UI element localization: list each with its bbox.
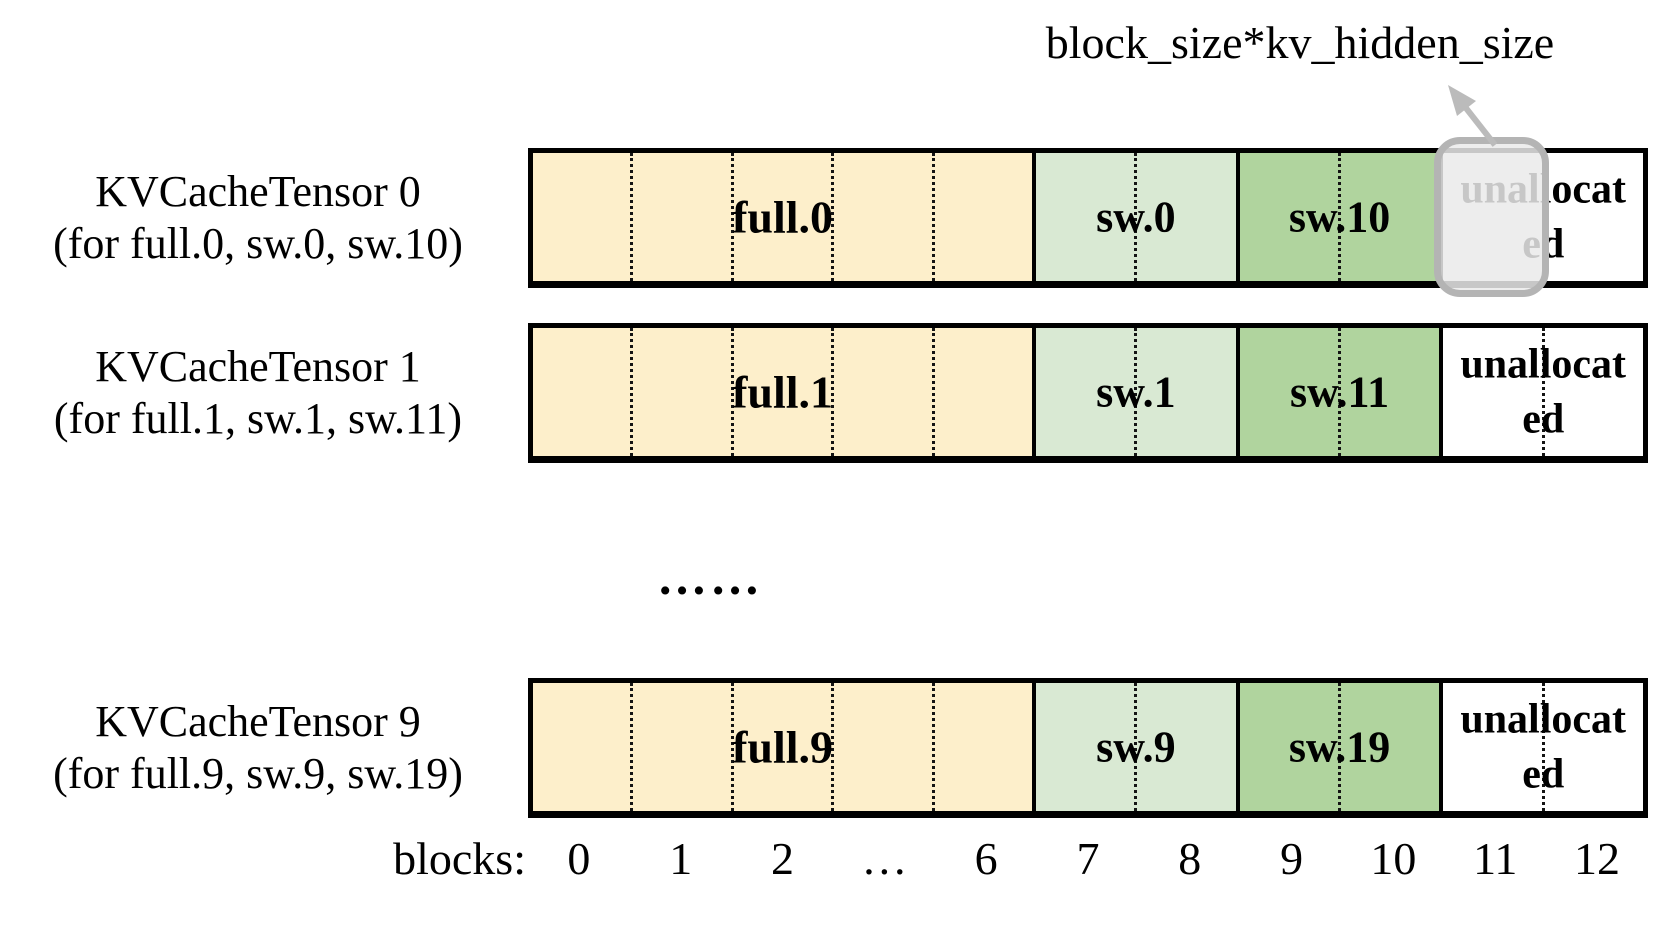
segment-label: unallocated: [1460, 696, 1627, 797]
rows-ellipsis: ……: [657, 549, 763, 605]
block-cell: [1134, 153, 1235, 281]
segment-unallocated-9: unallocated: [1439, 683, 1644, 811]
tensor-title: KVCacheTensor 1: [95, 342, 421, 392]
tensor-bar-0: full.0 sw.0 sw.10 unallocated: [528, 137, 1648, 297]
block-cell: [831, 153, 931, 281]
tensor-bar-1: full.1 sw.1 sw.11 unallocated: [528, 323, 1648, 463]
segment-sw11: sw.11: [1235, 328, 1440, 456]
block-tick: 6: [974, 833, 998, 884]
tensor-label-0: KVCacheTensor 0 (for full.0, sw.0, sw.10…: [12, 148, 504, 288]
tensor-subtitle: (for full.0, sw.0, sw.10): [53, 219, 463, 268]
segment-sw0: sw.0: [1032, 153, 1236, 281]
block-cell: [1338, 328, 1439, 456]
block-cell: [630, 328, 730, 456]
tensor-bar-9: full.9 sw.9 sw.19 unallocated: [528, 678, 1648, 818]
block-cell: [1541, 328, 1643, 456]
block-tick: 2: [771, 833, 795, 884]
tensor-title: KVCacheTensor 0: [95, 167, 421, 217]
segment-unallocated-1: unallocated: [1439, 328, 1644, 456]
block-tick: 12: [1574, 833, 1621, 884]
blocks-axis: 0 1 2 … 6 7 8 9 10 11 12: [528, 832, 1648, 885]
segment-label: full.1: [732, 366, 834, 418]
annotation-label: block_size*kv_hidden_size: [1045, 17, 1555, 68]
segment-full-1: full.1: [533, 328, 1033, 456]
block-tick: 7: [1076, 833, 1100, 884]
segment-label: full.9: [732, 721, 834, 773]
segment-sw1: sw.1: [1032, 328, 1236, 456]
tensor-subtitle: (for full.9, sw.9, sw.19): [53, 749, 463, 798]
segment-sw19: sw.19: [1235, 683, 1440, 811]
arrow-icon: [1448, 85, 1498, 147]
highlighted-block-outline: [1434, 137, 1550, 297]
block-cell: [1338, 683, 1439, 811]
block-cell: [1134, 328, 1235, 456]
block-cell: [931, 328, 1032, 456]
block-cell: [931, 153, 1032, 281]
block-cell: [831, 683, 931, 811]
block-cell: [1541, 683, 1643, 811]
segment-label: sw.0: [1096, 192, 1176, 242]
segment-label: full.0: [732, 191, 834, 243]
segment-label: sw.9: [1096, 722, 1176, 772]
block-tick: 9: [1280, 833, 1304, 884]
segment-full-9: full.9: [533, 683, 1033, 811]
segment-label: sw.10: [1288, 192, 1391, 242]
block-tick: 1: [669, 833, 693, 884]
block-cell: [931, 683, 1032, 811]
block-cell: [730, 153, 831, 281]
block-tick: …: [861, 833, 908, 884]
block-tick: 10: [1370, 833, 1417, 884]
segment-sw10: sw.10: [1235, 153, 1440, 281]
annotation-block-size: block_size*kv_hidden_size: [1040, 17, 1560, 69]
tensor-subtitle: (for full.1, sw.1, sw.11): [53, 394, 463, 443]
segment-full-0: full.0: [533, 153, 1033, 281]
segment-label: unallocated: [1460, 341, 1627, 442]
block-cell: [630, 153, 730, 281]
block-cell: [1338, 153, 1439, 281]
block-tick: 0: [567, 833, 591, 884]
segment-sw9: sw.9: [1032, 683, 1236, 811]
block-cell: [730, 683, 831, 811]
block-cell: [1134, 683, 1235, 811]
blocks-axis-label: blocks:: [393, 833, 526, 884]
tensor-label-9: KVCacheTensor 9 (for full.9, sw.9, sw.19…: [12, 678, 504, 818]
block-cell: [831, 328, 931, 456]
segment-label: sw.1: [1096, 367, 1176, 417]
tensor-label-1: KVCacheTensor 1 (for full.1, sw.1, sw.11…: [12, 323, 504, 463]
block-cell: [630, 683, 730, 811]
block-tick: 8: [1178, 833, 1202, 884]
segment-label: sw.19: [1288, 722, 1391, 772]
block-cell: [730, 328, 831, 456]
tensor-title: KVCacheTensor 9: [95, 697, 421, 747]
block-tick: 11: [1473, 833, 1518, 884]
segment-label: sw.11: [1290, 367, 1390, 417]
